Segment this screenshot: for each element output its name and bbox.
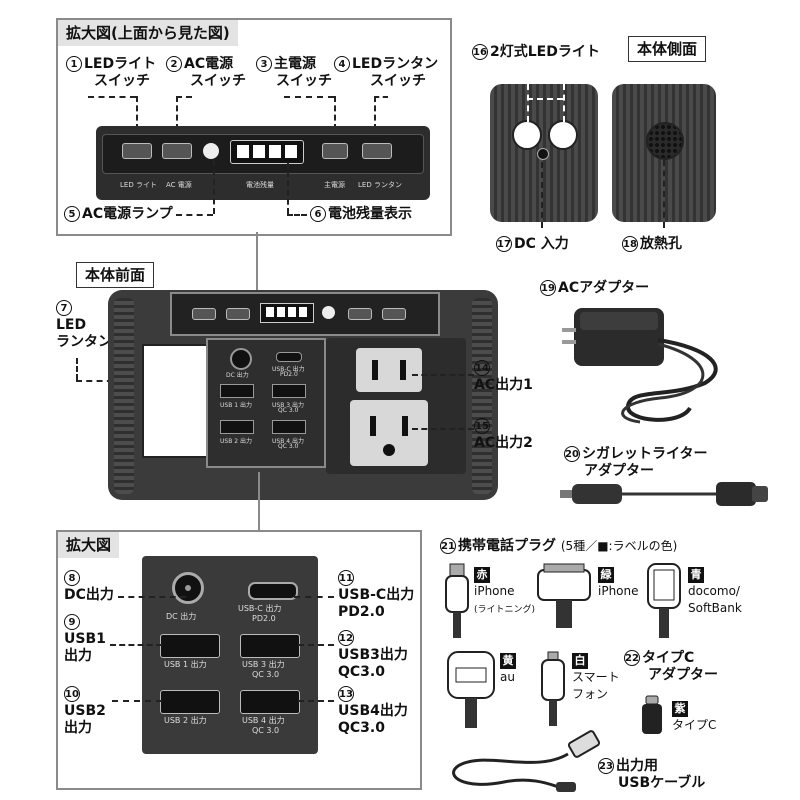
front-ac-lamp (322, 306, 335, 319)
top-panel-title: 拡大図(上面から見た図) (58, 20, 238, 46)
front-port-label-usbc: USB-C 出力 (272, 366, 305, 373)
front-device-body: DC 出力 USB-C 出力 PD2.0 USB 1 出力 USB 3 出力 Q… (108, 290, 498, 500)
front-port-area: DC 出力 USB-C 出力 PD2.0 USB 1 出力 USB 3 出力 Q… (206, 338, 326, 468)
ac-outlet-2 (350, 400, 428, 466)
zoom-usb2-port (160, 690, 220, 714)
dc-input-port (537, 148, 549, 160)
plug-label-green: 緑 iPhone (598, 567, 639, 598)
led-light-button[interactable] (122, 143, 152, 159)
plug-label-red: 赤 iPhone (ライトニング) (474, 567, 536, 615)
main-power-button[interactable] (322, 143, 348, 159)
strip-label-led-lantern: LED ランタン (358, 181, 402, 189)
ac-outlet-1 (356, 348, 422, 392)
zoom-label-pd: PD2.0 (252, 614, 276, 623)
front-port-label-usb3: USB 3 出力 (272, 402, 304, 409)
plug-label-blue: 青 docomo/ SoftBank (688, 567, 742, 615)
label-led-lantern: 7 LED ランタン (56, 300, 112, 351)
top-control-strip: LED ライト AC 電源 電池残量 主電源 LED ランタン (96, 126, 430, 200)
battery-indicator (230, 140, 304, 164)
zoom-usbc-port (248, 582, 298, 600)
front-port-label-usb4: USB 4 出力 (272, 438, 304, 445)
zoom-usb3-port (240, 634, 300, 658)
zoom-usb4-port (240, 690, 300, 714)
zoom-label-usb1: USB 1 出力 (164, 660, 207, 669)
front-view-title: 本体前面 (76, 262, 155, 288)
label-usb1-output: 9 USB1 出力 (64, 614, 106, 665)
front-port-label-usb1: USB 1 出力 (220, 402, 252, 409)
typec-badge: 紫 タイプC (672, 701, 717, 732)
zoom-label-usb4: USB 4 出力 (242, 716, 285, 725)
front-port-label-usb2: USB 2 出力 (220, 438, 252, 445)
vent-holes (646, 122, 684, 160)
usb-cable-image (452, 730, 601, 792)
zoom-label-usb2: USB 2 出力 (164, 716, 207, 725)
front-led-light-button[interactable] (192, 308, 216, 320)
led-lamp-right (548, 120, 578, 150)
zoom-label-qc3b: QC 3.0 (252, 726, 280, 735)
front-ac-outlet-panel (326, 338, 466, 474)
zoom-label-qc3a: QC 3.0 (252, 670, 280, 679)
label-usb3-output: 12 USB3出力 QC3.0 (338, 630, 408, 681)
strip-label-led-light: LED ライト (120, 181, 157, 189)
plug-docomo-softbank (647, 563, 681, 638)
plug-iphone-30pin (537, 563, 591, 628)
led-lamp-left (512, 120, 542, 150)
side-view-title: 本体側面 (628, 36, 707, 62)
ac-power-lamp (203, 143, 219, 159)
front-led-lantern (142, 344, 208, 458)
ac-power-button[interactable] (162, 143, 192, 159)
plug-smartphone (541, 651, 565, 726)
cigarette-adapter-image (560, 482, 768, 506)
zoom-label-dc: DC 出力 (166, 612, 197, 621)
bottom-panel-title: 拡大図 (58, 532, 120, 558)
front-ac-button[interactable] (226, 308, 250, 320)
zoom-label-usb3: USB 3 出力 (242, 660, 285, 669)
front-control-strip (170, 292, 440, 336)
plug-label-yellow: 黄 au (500, 653, 516, 684)
front-port-label-dc: DC 出力 (226, 372, 249, 379)
label-ac-output-1: 14 AC出力1 (474, 360, 533, 394)
front-port-label-qc3a: QC 3.0 (278, 407, 299, 414)
plug-label-white: 白 スマート フォン (572, 653, 620, 701)
led-lantern-button[interactable] (362, 143, 392, 159)
strip-label-main-power: 主電源 (324, 181, 345, 189)
zoom-usb1-port (160, 634, 220, 658)
front-port-label-qc3b: QC 3.0 (278, 443, 299, 450)
strip-label-ac-power: AC 電源 (166, 181, 192, 189)
front-main-power-button[interactable] (348, 308, 372, 320)
side-view-left (490, 84, 598, 222)
zoom-dc-port (172, 572, 204, 604)
front-lantern-button[interactable] (382, 308, 406, 320)
label-usb4-output: 13 USB4出力 QC3.0 (338, 686, 408, 737)
typec-adapter-image (642, 695, 662, 734)
strip-label-battery: 電池残量 (246, 181, 274, 189)
label-usb2-output: 10 USB2 出力 (64, 686, 106, 737)
plug-iphone-lightning (445, 563, 469, 638)
label-dc-output: 8 DC出力 (64, 570, 114, 604)
label-usbc-output: 11 USB-C出力 PD2.0 (338, 570, 414, 621)
ac-adapter-image (562, 308, 718, 424)
zoom-label-usbc: USB-C 出力 (238, 604, 282, 613)
front-port-label-pd: PD2.0 (280, 371, 298, 378)
label-ac-output-2: 15 AC出力2 (474, 418, 533, 452)
front-battery-indicator (260, 303, 314, 323)
plug-au (447, 651, 495, 728)
zoom-port-panel: DC 出力 USB-C 出力 PD2.0 USB 1 出力 USB 3 出力 Q… (142, 556, 318, 754)
